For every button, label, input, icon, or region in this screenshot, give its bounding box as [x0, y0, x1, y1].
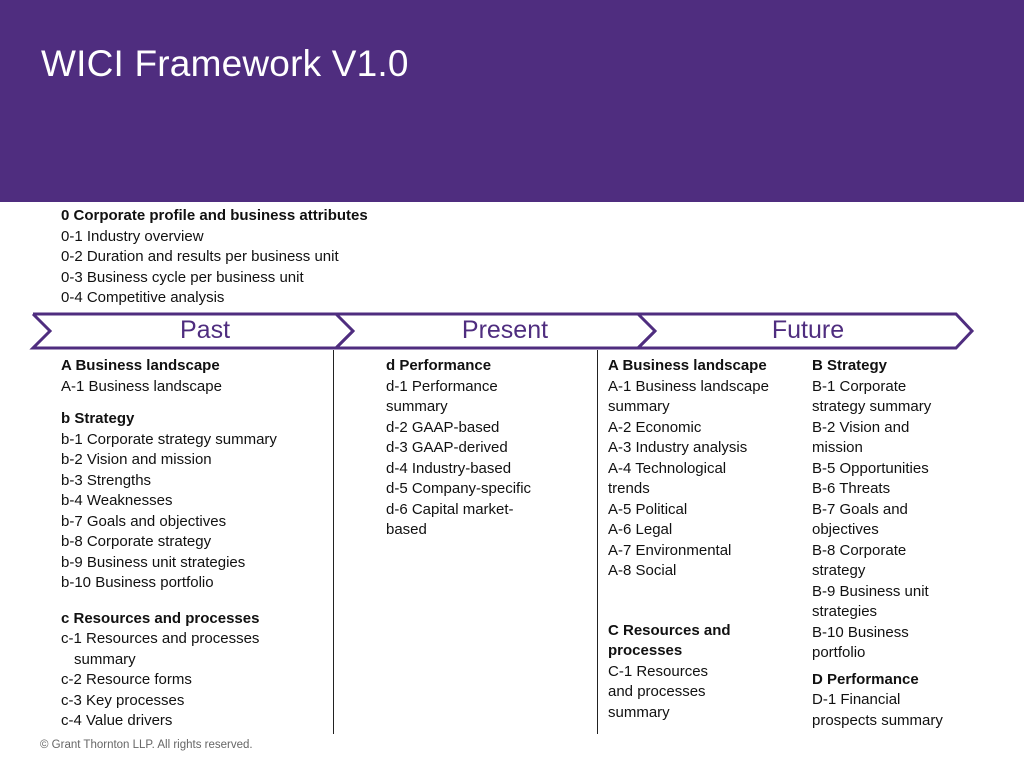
future-right-column: B Strategy B-1 Corporate strategy summar… — [812, 356, 943, 731]
list-item: d-2 GAAP-based — [386, 418, 500, 436]
section-heading: A Business landscape — [61, 357, 220, 374]
past-column: A Business landscape A-1 Business landsc… — [61, 356, 277, 732]
section-heading: A Business landscape — [608, 357, 767, 374]
page-title: WICI Framework V1.0 — [41, 43, 409, 84]
list-item: c-3 Key processes — [61, 691, 185, 709]
timeline-chevrons — [29, 312, 975, 350]
present-column: d Performance d-1 Performance summary d-… — [386, 356, 531, 541]
copyright-footer: © Grant Thornton LLP. All rights reserve… — [40, 739, 253, 751]
section-heading: processes — [608, 642, 683, 659]
title-banner: WICI Framework V1.0 — [0, 0, 1024, 202]
list-item: d-6 Capital market- — [386, 500, 514, 518]
future-chevron — [634, 312, 975, 350]
list-item: summary — [74, 650, 136, 668]
list-item: B-2 Vision and — [812, 418, 910, 436]
list-item: B-6 Threats — [812, 480, 891, 497]
future-label: Future — [771, 316, 845, 344]
list-item: A-1 Business landscape — [61, 377, 222, 395]
section-heading: B Strategy — [812, 357, 888, 374]
list-item: 0-4 Competitive analysis — [61, 289, 225, 306]
list-item: c-4 Value drivers — [61, 712, 173, 729]
list-item: C-1 Resources — [608, 662, 709, 680]
list-item: 0-1 Industry overview — [61, 227, 204, 245]
list-item: 0-2 Duration and results per business un… — [61, 248, 339, 265]
list-item: D-1 Financial — [812, 691, 901, 708]
list-item: A-5 Political — [608, 500, 688, 518]
list-item: c-1 Resources and processes — [61, 630, 260, 647]
list-item: A-7 Environmental — [608, 541, 732, 559]
section-heading: d Performance — [386, 357, 492, 374]
section-heading: b Strategy — [61, 410, 135, 427]
list-item: B-5 Opportunities — [812, 459, 929, 477]
list-item: objectives — [812, 521, 879, 538]
column-divider — [597, 350, 598, 734]
list-item: prospects summary — [812, 711, 943, 729]
list-item: A-1 Business landscape — [608, 377, 769, 395]
list-item: B-10 Business — [812, 623, 909, 641]
list-item: and processes — [608, 683, 706, 700]
list-item: b-2 Vision and mission — [61, 451, 212, 468]
list-item: b-1 Corporate strategy summary — [61, 430, 277, 448]
list-item: B-7 Goals and — [812, 500, 908, 518]
past-label: Past — [179, 316, 231, 344]
section-heading: C Resources and — [608, 621, 731, 639]
list-item: based — [386, 521, 427, 538]
list-item: d-1 Performance — [386, 377, 498, 395]
list-item: A-4 Technological — [608, 459, 727, 477]
list-item: A-3 Industry analysis — [608, 439, 748, 456]
list-item: mission — [812, 439, 863, 456]
list-item: portfolio — [812, 644, 866, 661]
list-item: b-3 Strengths — [61, 471, 152, 489]
list-item: summary — [608, 398, 670, 415]
list-item: trends — [608, 480, 650, 497]
list-item: b-8 Corporate strategy — [61, 533, 212, 550]
list-item: b-9 Business unit strategies — [61, 553, 246, 571]
list-item: d-4 Industry-based — [386, 459, 512, 477]
list-item: strategies — [812, 603, 878, 620]
list-item: strategy — [812, 562, 866, 579]
section-heading: D Performance — [812, 670, 919, 688]
list-item: d-5 Company-specific — [386, 480, 532, 497]
column-divider — [333, 350, 334, 734]
list-item: c-2 Resource forms — [61, 671, 192, 688]
list-item: 0-3 Business cycle per business unit — [61, 268, 304, 286]
list-item: summary — [608, 703, 670, 721]
list-item: summary — [386, 398, 448, 415]
list-item: b-4 Weaknesses — [61, 492, 173, 509]
present-label: Present — [461, 316, 549, 344]
section-heading: 0 Corporate profile and business attribu… — [61, 207, 368, 224]
list-item: A-8 Social — [608, 562, 677, 579]
corporate-profile-section: 0 Corporate profile and business attribu… — [61, 206, 368, 309]
list-item: b-7 Goals and objectives — [61, 512, 227, 530]
list-item: b-10 Business portfolio — [61, 574, 214, 591]
list-item: d-3 GAAP-derived — [386, 439, 508, 456]
list-item: strategy summary — [812, 398, 932, 415]
future-left-column: A Business landscape A-1 Business landsc… — [608, 356, 769, 723]
list-item: A-2 Economic — [608, 418, 702, 436]
list-item: A-6 Legal — [608, 521, 673, 538]
list-item: B-9 Business unit — [812, 582, 929, 600]
list-item: B-8 Corporate — [812, 541, 907, 559]
list-item: B-1 Corporate — [812, 377, 907, 395]
section-heading: c Resources and processes — [61, 609, 260, 627]
